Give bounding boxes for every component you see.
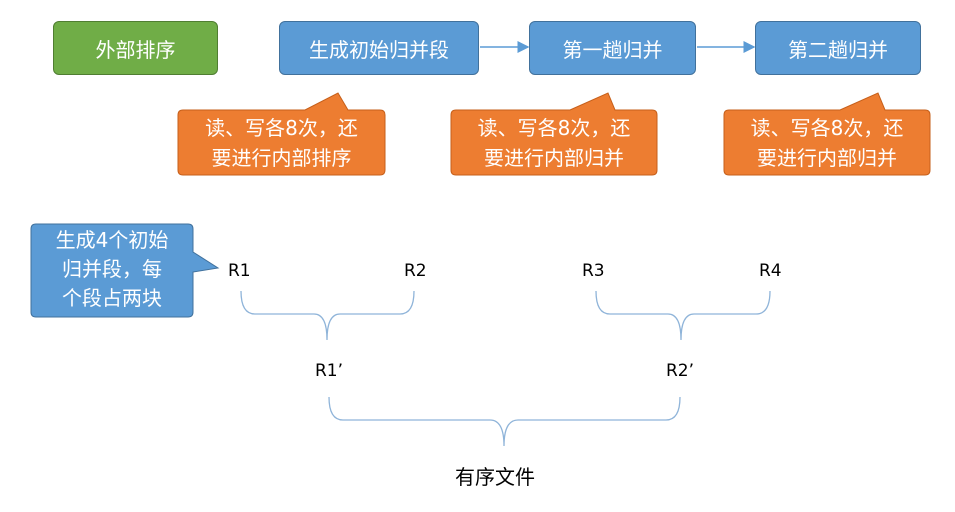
callout-2-line-1: 读、写各8次，还 bbox=[477, 116, 631, 140]
external-sort-box: 外部排序 bbox=[53, 21, 218, 75]
brace-r3-r4 bbox=[595, 290, 771, 341]
sorted-file-label: 有序文件 bbox=[455, 465, 535, 489]
run-r4: R4 bbox=[759, 261, 782, 281]
merged-run-r1-prime: R1’ bbox=[315, 361, 344, 381]
run-r1: R1 bbox=[228, 261, 251, 281]
brace-r1-r2 bbox=[240, 290, 415, 341]
generate-runs-box: 生成初始归并段 bbox=[279, 21, 479, 75]
generate-runs-label: 生成初始归并段 bbox=[309, 37, 449, 62]
callout-shape-2 bbox=[450, 92, 658, 176]
callout-2-line-2: 要进行内部归并 bbox=[484, 146, 624, 170]
callout-shape-1 bbox=[177, 92, 386, 176]
second-merge-pass-label: 第二趟归并 bbox=[788, 37, 888, 62]
callout-shape-runs bbox=[30, 223, 220, 318]
callout-initial-runs: 生成4个初始 归并段，每 个段占两块 bbox=[31, 226, 193, 313]
runs-callout-line-1: 生成4个初始 bbox=[55, 228, 169, 252]
second-merge-pass-box: 第二趟归并 bbox=[755, 21, 921, 75]
callout-3-line-2: 要进行内部归并 bbox=[757, 146, 897, 170]
runs-callout-line-3: 个段占两块 bbox=[62, 286, 162, 310]
callout-1-line-1: 读、写各8次，还 bbox=[205, 116, 358, 140]
first-merge-pass-label: 第一趟归并 bbox=[562, 37, 663, 62]
callout-3-line-1: 读、写各8次，还 bbox=[750, 116, 904, 140]
callout-generate-runs: 读、写各8次，还 要进行内部排序 bbox=[178, 113, 385, 173]
callout-first-pass: 读、写各8次，还 要进行内部归并 bbox=[451, 113, 657, 173]
brace-r1p-r2p bbox=[328, 396, 681, 447]
merged-run-r2-prime: R2’ bbox=[666, 361, 695, 381]
callout-shape-3 bbox=[723, 92, 931, 176]
run-r3: R3 bbox=[582, 261, 605, 281]
callout-second-pass: 读、写各8次，还 要进行内部归并 bbox=[724, 113, 930, 173]
callout-1-line-2: 要进行内部排序 bbox=[211, 146, 352, 170]
runs-callout-line-2: 归并段，每 bbox=[62, 257, 162, 281]
first-merge-pass-box: 第一趟归并 bbox=[529, 21, 696, 75]
external-sort-label: 外部排序 bbox=[95, 37, 176, 62]
run-r2: R2 bbox=[404, 261, 427, 281]
